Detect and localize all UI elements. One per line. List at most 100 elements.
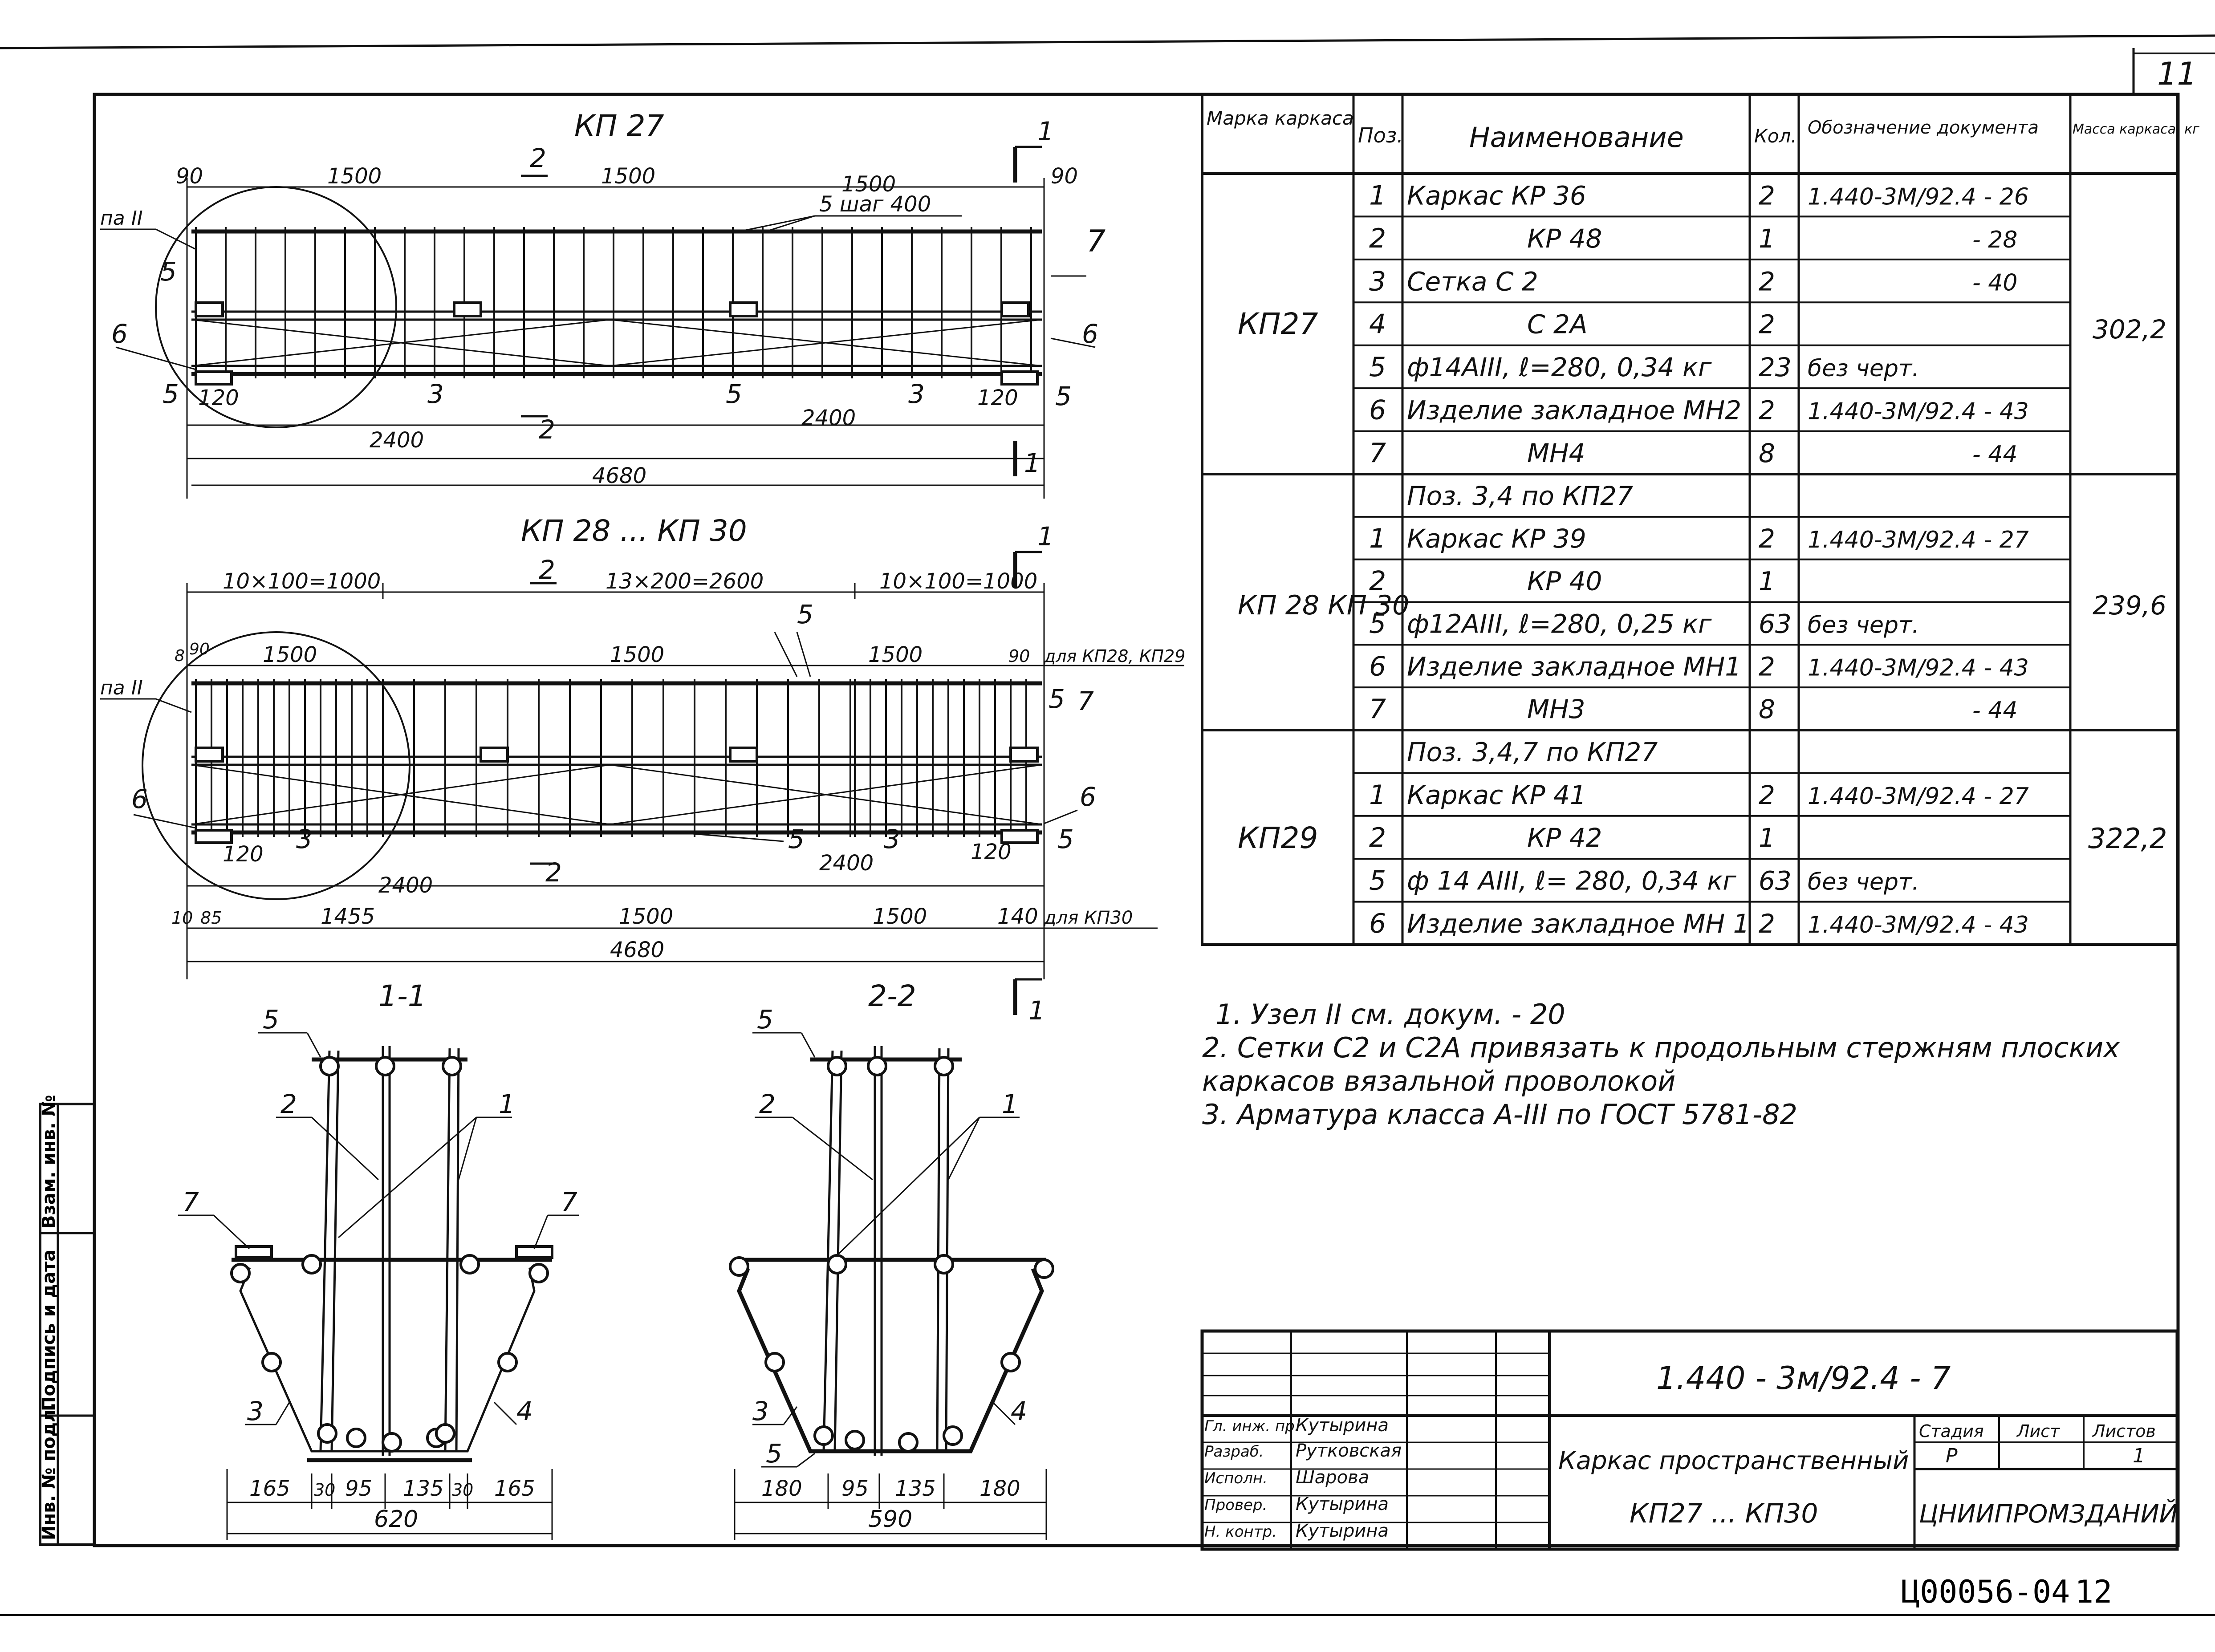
page-number: 12 <box>2075 1574 2112 1610</box>
tb-organization: ЦНИИПРОМЗДАНИЙ <box>1919 1500 2178 1529</box>
sec11-bar <box>375 1056 395 1076</box>
sec11-pos-2: 2 <box>280 1089 297 1119</box>
title-block: 1.440 - 3м/92.4 - 7 Каркас пространствен… <box>1200 1329 2179 1551</box>
spec-mark-kp28: КП 28 КП 30 <box>1238 590 1409 621</box>
sec11-pos-4: 4 <box>516 1396 533 1426</box>
strip-label-sign: Подпись и дата <box>39 1250 59 1411</box>
kp28-dim-kp30-1500-a: 1500 <box>619 904 673 929</box>
note-2: 2. Сетки С2 и С2А привязать к продольным… <box>1202 1031 2120 1064</box>
sec22-bar <box>934 1056 954 1076</box>
sec22-pos-1: 1 <box>1002 1089 1018 1119</box>
sec22-bar <box>813 1425 834 1446</box>
spec-row-doc: 1.440-3М/92.4 - 27 <box>1808 527 2029 553</box>
kp27-dim-1500-a: 1500 <box>327 164 382 189</box>
kp27-pos-3a: 3 <box>427 379 444 409</box>
kp27-step-note: 5 шаг 400 <box>819 192 931 217</box>
spec-row-doc: 1.440-3М/92.4 - 43 <box>1808 398 2029 425</box>
kp28-pos-3a: 3 <box>296 824 313 854</box>
sec11-title: 1-1 <box>378 979 427 1013</box>
spec-row-pos: 7 <box>1369 438 1386 469</box>
spec-row-qty: 2 <box>1759 180 1775 211</box>
tb-stage-value: Р <box>1946 1445 1958 1467</box>
spec-row-qty: 2 <box>1759 651 1775 682</box>
sec11-dim-135: 135 <box>403 1476 444 1501</box>
spec-row-doc: - 40 <box>1972 269 2017 296</box>
kp27-pos-6b: 6 <box>1082 319 1098 349</box>
tb-sheets-value: 1 <box>2133 1445 2145 1467</box>
kp28-pos-5a: 5 <box>797 599 813 629</box>
kp27-pos-5c: 5 <box>1055 381 1072 411</box>
kp28-section-2-top: 2 <box>539 555 555 585</box>
kp28-dim-kp30-85: 85 <box>200 908 222 928</box>
kp28-pos-3b: 3 <box>884 824 900 854</box>
spec-row-qty: 2 <box>1759 780 1775 810</box>
spec-row-name: КР 42 <box>1527 823 1602 853</box>
kp28-dim-stirrups-left: 10×100=1000 <box>223 569 381 594</box>
kp28-title: КП 28 ... КП 30 <box>521 514 747 548</box>
spec-row-name: Каркас КР 41 <box>1407 780 1586 810</box>
spec-mark-kp28-text: КП 28 КП 30 <box>1238 590 1409 621</box>
kp27-section-1-top: 1 <box>1037 116 1054 146</box>
spec-row-pos: 2 <box>1369 822 1386 853</box>
kp28-pos-5b: 5 <box>1049 684 1065 714</box>
sec11-dim-30-left: 30 <box>314 1480 335 1500</box>
spec-header-doc: Обозначение документа <box>1808 118 2039 138</box>
spec-row-name: Поз. 3,4,7 по КП27 <box>1407 737 1658 767</box>
spec-row-qty: 63 <box>1759 609 1792 639</box>
kp27-dim-1500-b: 1500 <box>601 164 655 189</box>
view-kp27: КП 27 1 1 <box>100 109 1105 499</box>
spec-row-name: Поз. 3,4 по КП27 <box>1407 481 1633 511</box>
spec-row-doc: - 44 <box>1972 441 2017 468</box>
sec22-bar <box>827 1056 847 1076</box>
kp27-dim-90-left: 90 <box>176 164 203 189</box>
sec11-bar <box>230 1263 251 1283</box>
spec-row-pos: 5 <box>1369 865 1386 897</box>
sec11-pos-7-right: 7 <box>561 1187 577 1217</box>
spec-row-name: МН3 <box>1527 694 1585 724</box>
spec-row-doc: 1.440-3М/92.4 - 27 <box>1808 783 2029 810</box>
kp28-section-1-bot: 1 <box>1028 995 1045 1026</box>
kp28-pos-7: 7 <box>1077 686 1094 716</box>
strip-label-inv: Инв. № подл. <box>39 1402 59 1540</box>
kp28-dim-stirrups-mid: 13×200=2600 <box>606 569 764 594</box>
tb-role-label: Разраб. <box>1204 1443 1264 1461</box>
spec-row-pos: 5 <box>1369 352 1386 383</box>
kp27-pos-5b: 5 <box>163 379 179 409</box>
spec-row-name: Изделие закладное МН 1 <box>1407 909 1750 939</box>
spec-row-doc: 1.440-3М/92.4 - 43 <box>1808 912 2029 938</box>
kp27-pos-7: 7 <box>1086 224 1105 259</box>
sec11-pos-3: 3 <box>247 1396 264 1426</box>
spec-row-name: С 2А <box>1527 309 1588 340</box>
spec-row-qty: 1 <box>1759 223 1775 254</box>
tb-roles: Гл. инж. пр.КутыринаРазраб.РутковскаяИсп… <box>1204 1415 1402 1541</box>
tb-desc-1: Каркас пространственный <box>1558 1446 1909 1475</box>
spec-mass-kp28: 239,6 <box>2093 590 2166 621</box>
kp28-pos-6a: 6 <box>131 784 148 814</box>
spec-mass-kp27: 302,2 <box>2093 314 2166 345</box>
archive-code: Ц00056-04 <box>1901 1574 2070 1610</box>
sec22-bar <box>845 1430 865 1450</box>
spec-header-qty: Кол. <box>1754 125 1797 147</box>
spec-row-pos: 6 <box>1369 651 1386 682</box>
kp28-dim-2400-left: 2400 <box>378 873 433 898</box>
spec-row-doc: без черт. <box>1808 355 1919 382</box>
sec22-title: 2-2 <box>868 979 916 1013</box>
tb-role-name: Кутырина <box>1296 1521 1389 1541</box>
spec-mark-kp27: КП27 <box>1238 307 1318 341</box>
kp27-pos-3b: 3 <box>908 379 925 409</box>
spec-row-pos: 2 <box>1369 223 1386 254</box>
kp27-pos-5d: 5 <box>726 379 742 409</box>
kp28-dim-kp30-1500-b: 1500 <box>873 904 927 929</box>
spec-row-qty: 2 <box>1759 395 1775 426</box>
sec11-bar <box>346 1428 366 1448</box>
sec22-bar <box>729 1256 749 1277</box>
sec11-bar <box>459 1254 480 1275</box>
kp27-node-callout: па II <box>100 207 143 230</box>
sec22-bar <box>827 1254 847 1275</box>
spec-row-pos: 1 <box>1369 523 1386 554</box>
sec11-pos-5: 5 <box>263 1004 279 1035</box>
tb-sheet-label: Лист <box>2016 1421 2061 1441</box>
kp28-dim-kp30-10: 10 <box>171 908 193 928</box>
